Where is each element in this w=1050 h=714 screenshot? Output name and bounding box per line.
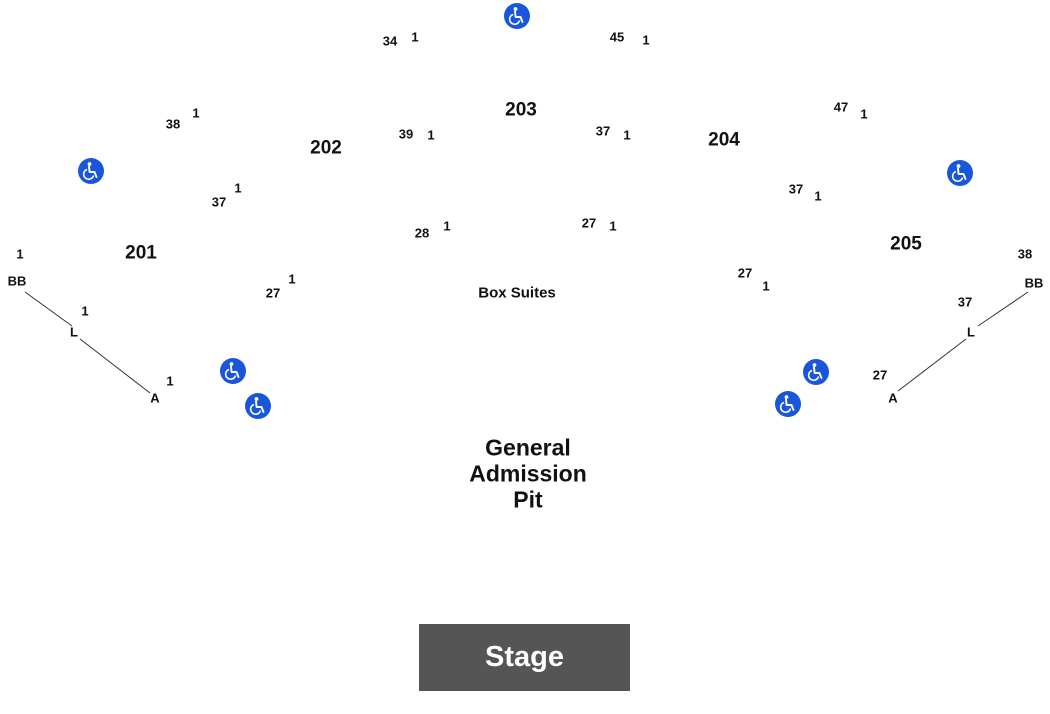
row-label-l-right: L <box>967 324 975 340</box>
seat-number: 1 <box>81 303 89 319</box>
seat-number: 1 <box>288 271 296 287</box>
seat-number: 1 <box>16 246 24 262</box>
section-203[interactable]: 203 <box>505 99 537 121</box>
section-202[interactable]: 202 <box>310 137 342 159</box>
seat-number: 1 <box>860 106 868 122</box>
seat-number: 1 <box>443 218 451 234</box>
wheelchair-icon[interactable] <box>947 160 973 186</box>
ga-line-1: General <box>485 434 571 461</box>
seat-number: 27 <box>872 367 888 383</box>
seat-number: 37 <box>595 123 611 139</box>
ga-line-3: Pit <box>513 485 543 512</box>
seat-number: 27 <box>581 215 597 231</box>
seat-number: 37 <box>788 181 804 197</box>
seat-number: 1 <box>234 180 242 196</box>
section-204[interactable]: 204 <box>708 129 740 151</box>
right-row-line-upper <box>977 291 1029 327</box>
seat-number: 1 <box>192 105 200 121</box>
section-205[interactable]: 205 <box>890 233 922 255</box>
seat-number: 1 <box>814 188 822 204</box>
row-label-a-right: A <box>888 390 898 406</box>
seat-number: 45 <box>609 29 625 45</box>
wheelchair-icon[interactable] <box>803 359 829 385</box>
row-label-l-left: L <box>70 324 78 340</box>
seat-number: 38 <box>1017 246 1033 262</box>
row-label-bb-left: BB <box>7 273 27 289</box>
seat-number: 38 <box>165 116 181 132</box>
seat-number: 1 <box>609 218 617 234</box>
row-label-a-left: A <box>150 390 160 406</box>
wheelchair-icon[interactable] <box>245 393 271 419</box>
left-row-line-lower <box>79 338 151 394</box>
seat-number: 39 <box>398 126 414 142</box>
seat-number: 37 <box>211 194 227 210</box>
wheelchair-icon[interactable] <box>504 3 530 29</box>
seat-number: 34 <box>382 33 398 49</box>
wheelchair-icon[interactable] <box>775 391 801 417</box>
seat-number: 27 <box>737 265 753 281</box>
stage-label: Stage <box>485 641 564 673</box>
seat-number: 28 <box>414 225 430 241</box>
seat-number: 27 <box>265 285 281 301</box>
general-admission-pit[interactable]: General Admission Pit <box>469 435 587 512</box>
ga-line-2: Admission <box>469 460 587 487</box>
wheelchair-icon[interactable] <box>220 358 246 384</box>
row-label-bb-right: BB <box>1024 275 1044 291</box>
seat-number: 1 <box>411 29 419 45</box>
left-row-line-upper <box>24 291 73 327</box>
seat-number: 37 <box>957 294 973 310</box>
seat-number: 1 <box>623 127 631 143</box>
seat-number: 1 <box>762 278 770 294</box>
box-suites-label[interactable]: Box Suites <box>478 284 556 302</box>
seat-number: 1 <box>642 32 650 48</box>
seat-number: 47 <box>833 99 849 115</box>
stage: Stage <box>419 624 630 691</box>
right-row-line-lower <box>897 338 967 392</box>
seat-number: 1 <box>427 127 435 143</box>
seat-number: 1 <box>166 373 174 389</box>
wheelchair-icon[interactable] <box>78 158 104 184</box>
section-201[interactable]: 201 <box>125 242 157 264</box>
